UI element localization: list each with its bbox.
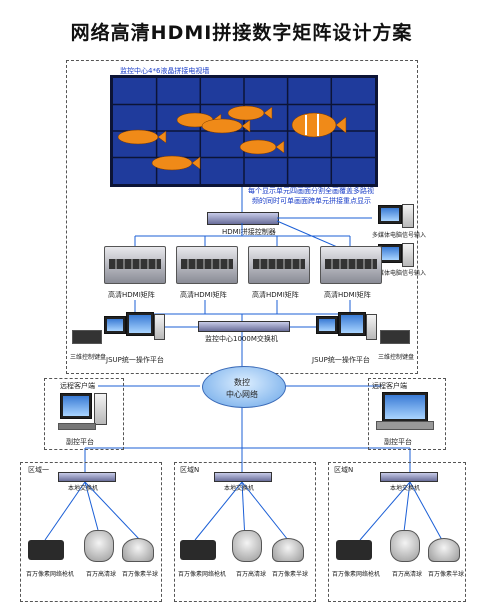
hdmi-controller-label: HDMI拼接控制器 (222, 228, 276, 236)
zone-2-cam-label-1: 百万像素网络枪机 (178, 571, 227, 578)
input-monitor-2 (378, 244, 402, 263)
video-wall-note-1: 每个显示单元四画面分割全画覆盖多路视 (248, 187, 374, 195)
input-label-2: 多媒体电脑信号输入 (372, 270, 427, 277)
zone-3-label: 区域N (334, 466, 354, 474)
remote-left-frame (44, 378, 124, 450)
zone-2-bullet-camera (180, 540, 216, 560)
remote-left-keyboard (58, 423, 96, 430)
input-pc-2 (402, 243, 414, 267)
remote-right-laptop-base (376, 421, 434, 430)
keyboard-right-label: 三维控制键盘 (378, 354, 415, 361)
remote-left-label: 副控平台 (66, 438, 94, 446)
zone-3-bullet-camera (336, 540, 372, 560)
core-switch (198, 321, 290, 332)
input-monitor-1 (378, 205, 402, 224)
zone-3-cam-label-1: 百万像素网络枪机 (332, 571, 381, 578)
network-label-2: 中心网络 (226, 390, 258, 399)
keyboard-right (380, 330, 410, 344)
zone-2-switch (214, 472, 272, 482)
hdmi-matrix-2 (176, 246, 238, 284)
remote-right-frame (368, 378, 446, 450)
zone-2-label: 区域N (180, 466, 200, 474)
zone-3-frame (328, 462, 466, 602)
zone-2-ptz-camera (232, 530, 262, 562)
video-wall (110, 75, 378, 187)
platform-right-label: JSUP统一操作平台 (312, 356, 370, 364)
remote-right-header: 远程客户端 (372, 382, 407, 390)
zone-1-bullet-camera (28, 540, 64, 560)
zone-3-switch (380, 472, 438, 482)
platform-right-monitor-1 (316, 316, 338, 334)
video-wall-note-2: 频的同时可单画面跨单元拼接重点显示 (252, 197, 371, 205)
zone-1-dome-camera (122, 538, 154, 562)
zone-3-dome-camera (428, 538, 460, 562)
remote-right-label: 副控平台 (384, 438, 412, 446)
zone-1-switch (58, 472, 116, 482)
remote-left-header: 远程客户端 (60, 382, 95, 390)
platform-left-monitor-2 (126, 312, 154, 336)
keyboard-left-label: 三维控制键盘 (70, 354, 107, 361)
hdmi-matrix-4 (320, 246, 382, 284)
core-switch-label: 监控中心1000M交换机 (205, 335, 278, 343)
zone-3-switch-label: 本地交换机 (390, 485, 421, 492)
platform-left-pc (154, 314, 165, 340)
hdmi-matrix-label-2: 高清HDMI矩阵 (180, 291, 227, 299)
zone-3-ptz-camera (390, 530, 420, 562)
hdmi-matrix-label-3: 高清HDMI矩阵 (252, 291, 299, 299)
input-pc-1 (402, 204, 414, 228)
zone-1-cam-label-2: 百万高清球 (86, 571, 117, 578)
zone-1-switch-label: 本地交换机 (68, 485, 99, 492)
keyboard-left (72, 330, 102, 344)
platform-right-monitor-2 (338, 312, 366, 336)
zone-1-frame (20, 462, 162, 602)
zone-2-dome-camera (272, 538, 304, 562)
input-label-1: 多媒体电脑信号输入 (372, 232, 427, 239)
platform-left-label: JSUP统一操作平台 (106, 356, 164, 364)
zone-1-cam-label-1: 百万像素网络枪机 (26, 571, 75, 578)
zone-3-cam-label-2: 百万高清球 (392, 571, 423, 578)
zone-2-cam-label-2: 百万高清球 (236, 571, 267, 578)
zone-1-label: 区域一 (28, 466, 49, 474)
network-cloud (202, 366, 286, 408)
zone-3-cam-label-3: 百万像素半球 (428, 571, 465, 578)
remote-left-pc (94, 393, 107, 425)
zone-1-cam-label-3: 百万像素半球 (122, 571, 159, 578)
platform-right-pc (366, 314, 377, 340)
hdmi-matrix-label-1: 高清HDMI矩阵 (108, 291, 155, 299)
hdmi-matrix-label-4: 高清HDMI矩阵 (324, 291, 371, 299)
zone-2-frame (174, 462, 316, 602)
zone-2-cam-label-3: 百万像素半球 (272, 571, 309, 578)
remote-right-laptop-screen (382, 392, 428, 422)
zone-2-switch-label: 本地交换机 (224, 485, 255, 492)
network-label-1: 数控 (234, 378, 250, 387)
hdmi-matrix-3 (248, 246, 310, 284)
remote-left-monitor (60, 393, 92, 419)
page-title: 网络高清HDMI拼接数字矩阵设计方案 (70, 22, 413, 44)
zone-1-ptz-camera (84, 530, 114, 562)
platform-left-monitor-1 (104, 316, 126, 334)
video-wall-label: 监控中心4*6液晶拼接电视墙 (120, 67, 210, 75)
hdmi-matrix-1 (104, 246, 166, 284)
